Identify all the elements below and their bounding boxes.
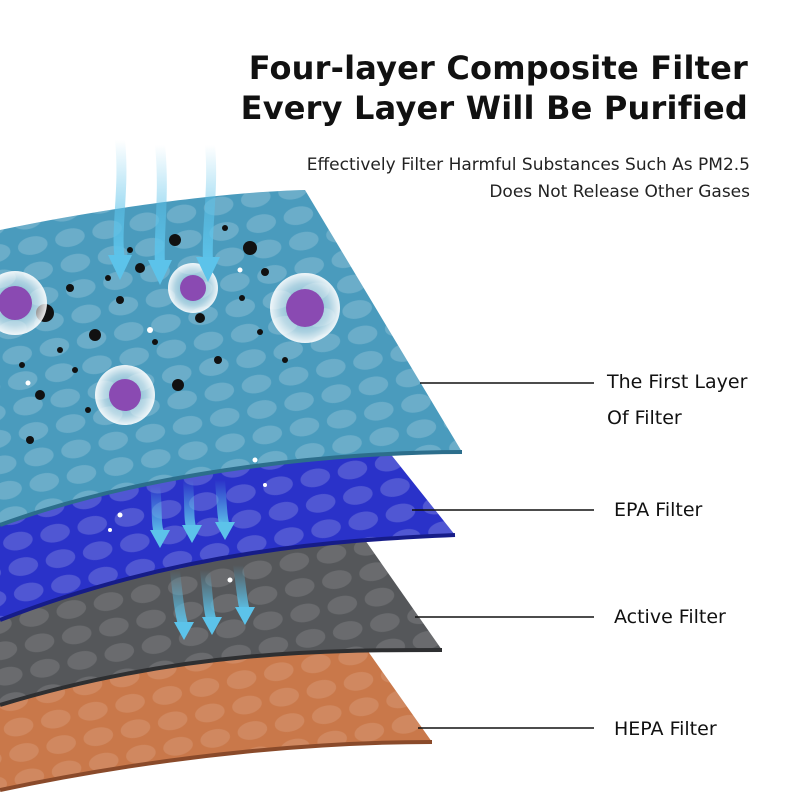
virus-icon-1 — [0, 271, 47, 335]
title-line-1: Four-layer Composite Filter — [248, 49, 748, 87]
hepa-filter-label: HEPA Filter — [614, 718, 717, 740]
first-filter-layer — [0, 190, 463, 527]
active-filter-label: Active Filter — [614, 606, 726, 628]
leader-lines — [412, 382, 594, 729]
epa-filter-label: EPA Filter — [614, 499, 703, 521]
first-layer-label-line-2: Of Filter — [607, 407, 682, 429]
first-layer-label-line-1: The First Layer — [607, 371, 748, 393]
title-line-2: Every Layer Will Be Purified — [240, 89, 748, 127]
subtitle-line-2: Does Not Release Other Gases — [489, 182, 750, 202]
airflow-arrowheads — [108, 255, 255, 640]
virus-icon-3 — [270, 273, 340, 343]
virus-icon-4 — [95, 365, 155, 425]
subtitle-line-1: Effectively Filter Harmful Substances Su… — [306, 155, 750, 175]
small-white-particles — [25, 267, 267, 583]
